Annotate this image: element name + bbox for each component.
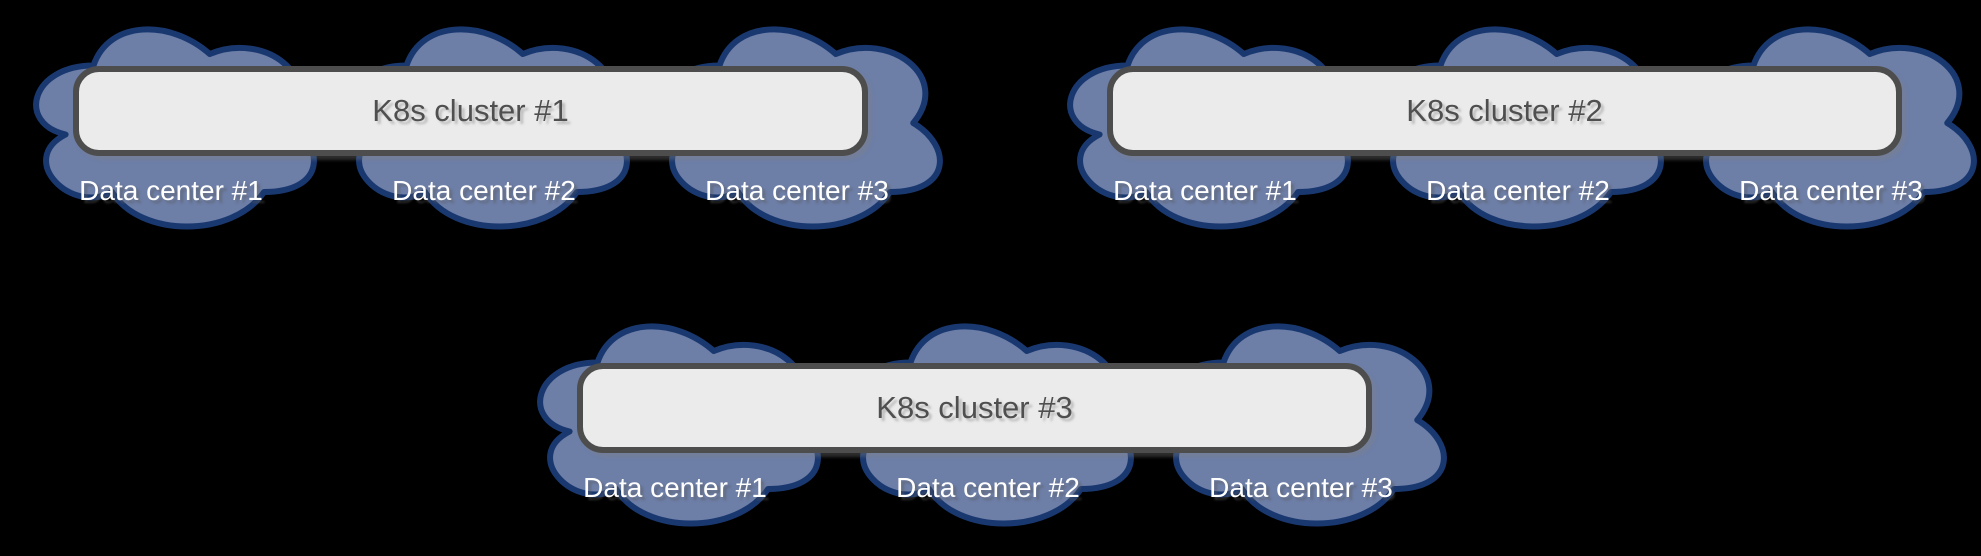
cluster-group-1: K8s cluster #1 Data center #1 Data cente… bbox=[16, 8, 952, 248]
datacenter-label: Data center #3 bbox=[705, 175, 889, 206]
datacenter-label: Data center #1 bbox=[79, 175, 263, 206]
k8s-cluster-box-1: K8s cluster #1 bbox=[73, 66, 868, 156]
datacenter-label: Data center #2 bbox=[896, 472, 1080, 503]
cluster-label: K8s cluster #2 bbox=[1406, 93, 1603, 128]
k8s-cluster-box-2: K8s cluster #2 bbox=[1107, 66, 1902, 156]
datacenter-label: Data center #1 bbox=[583, 472, 767, 503]
cluster-label: K8s cluster #3 bbox=[876, 390, 1073, 425]
datacenter-label: Data center #1 bbox=[1113, 175, 1297, 206]
datacenter-label: Data center #2 bbox=[392, 175, 576, 206]
datacenter-label: Data center #3 bbox=[1739, 175, 1923, 206]
cluster-label: K8s cluster #1 bbox=[372, 93, 569, 128]
cluster-group-3: K8s cluster #3 Data center #1 Data cente… bbox=[520, 305, 1456, 545]
cluster-group-2: K8s cluster #2 Data center #1 Data cente… bbox=[1050, 8, 1981, 248]
k8s-cluster-box-3: K8s cluster #3 bbox=[577, 363, 1372, 453]
datacenter-label: Data center #3 bbox=[1209, 472, 1393, 503]
datacenter-label: Data center #2 bbox=[1426, 175, 1610, 206]
